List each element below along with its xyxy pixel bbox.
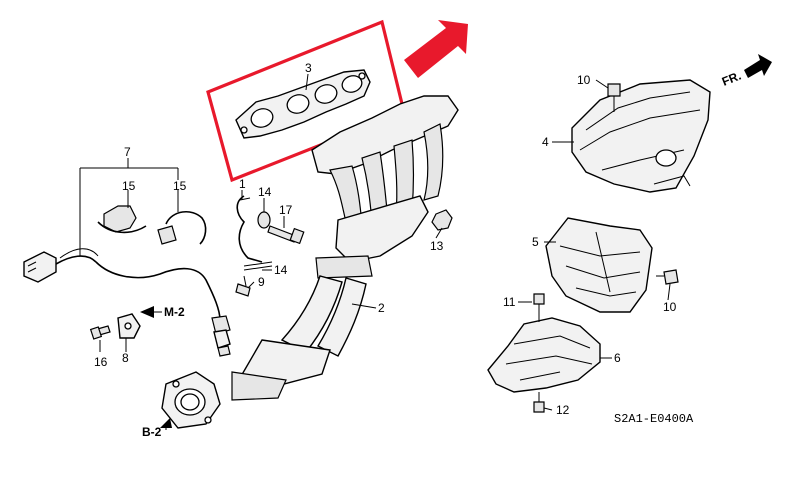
callout-16: 16: [94, 355, 108, 369]
bracket-part-1[interactable]: [236, 195, 263, 263]
bolt-part-10-lower[interactable]: [656, 269, 679, 285]
ref-label-m2[interactable]: M-2: [164, 305, 185, 319]
callout-15-right: 15: [173, 179, 187, 193]
callout-9: 9: [258, 275, 265, 289]
callout-2: 2: [378, 301, 385, 315]
heat-shield-part-6[interactable]: [487, 317, 601, 393]
ref-arrow-m2: [140, 306, 162, 318]
callout-4: 4: [542, 135, 549, 149]
bolt-part-9[interactable]: [235, 275, 251, 297]
callout-17: 17: [279, 203, 293, 217]
gasket-part-3[interactable]: [235, 69, 371, 139]
direction-label: FR.: [720, 69, 743, 89]
leader-lines: [79, 73, 671, 411]
heat-shield-part-4[interactable]: [571, 79, 711, 193]
callout-10-lower: 10: [663, 300, 677, 314]
ref-arrow-b2: [160, 418, 172, 430]
bolt-part-12[interactable]: [533, 392, 545, 413]
bolt-part-11[interactable]: [533, 293, 545, 322]
gasket-part-14-lower[interactable]: [243, 261, 273, 271]
callout-8: 8: [122, 351, 129, 365]
washer-part-14[interactable]: [257, 211, 271, 229]
oxygen-sensor-part-7[interactable]: [23, 248, 231, 357]
callout-10-upper: 10: [577, 73, 591, 87]
callout-12: 12: [556, 403, 570, 417]
forward-direction-arrow-icon: [744, 54, 772, 78]
clip-part-15-right[interactable]: [157, 211, 207, 245]
callout-11: 11: [503, 295, 516, 309]
callout-13: 13: [430, 239, 444, 253]
heat-shield-part-5[interactable]: [545, 217, 653, 313]
callout-14-lower: 14: [274, 263, 288, 277]
bolt-part-10-upper[interactable]: [607, 83, 621, 112]
callout-5: 5: [532, 235, 539, 249]
ref-label-b2[interactable]: B-2: [142, 425, 162, 439]
diagram-code: S2A1-E0400A: [614, 412, 694, 426]
exhaust-manifold-part-2[interactable]: [161, 95, 459, 429]
pointer-arrow-icon: [404, 20, 468, 78]
callout-15-left: 15: [122, 179, 136, 193]
callout-6: 6: [614, 351, 621, 365]
clip-part-15-left[interactable]: [97, 205, 147, 234]
bolt-part-17[interactable]: [267, 225, 305, 245]
callout-3: 3: [305, 61, 312, 75]
bracket-part-8[interactable]: [117, 313, 141, 339]
callout-14-upper: 14: [258, 185, 272, 199]
callout-1: 1: [239, 177, 246, 191]
bolt-part-16[interactable]: [89, 325, 111, 340]
callout-7: 7: [124, 145, 131, 159]
